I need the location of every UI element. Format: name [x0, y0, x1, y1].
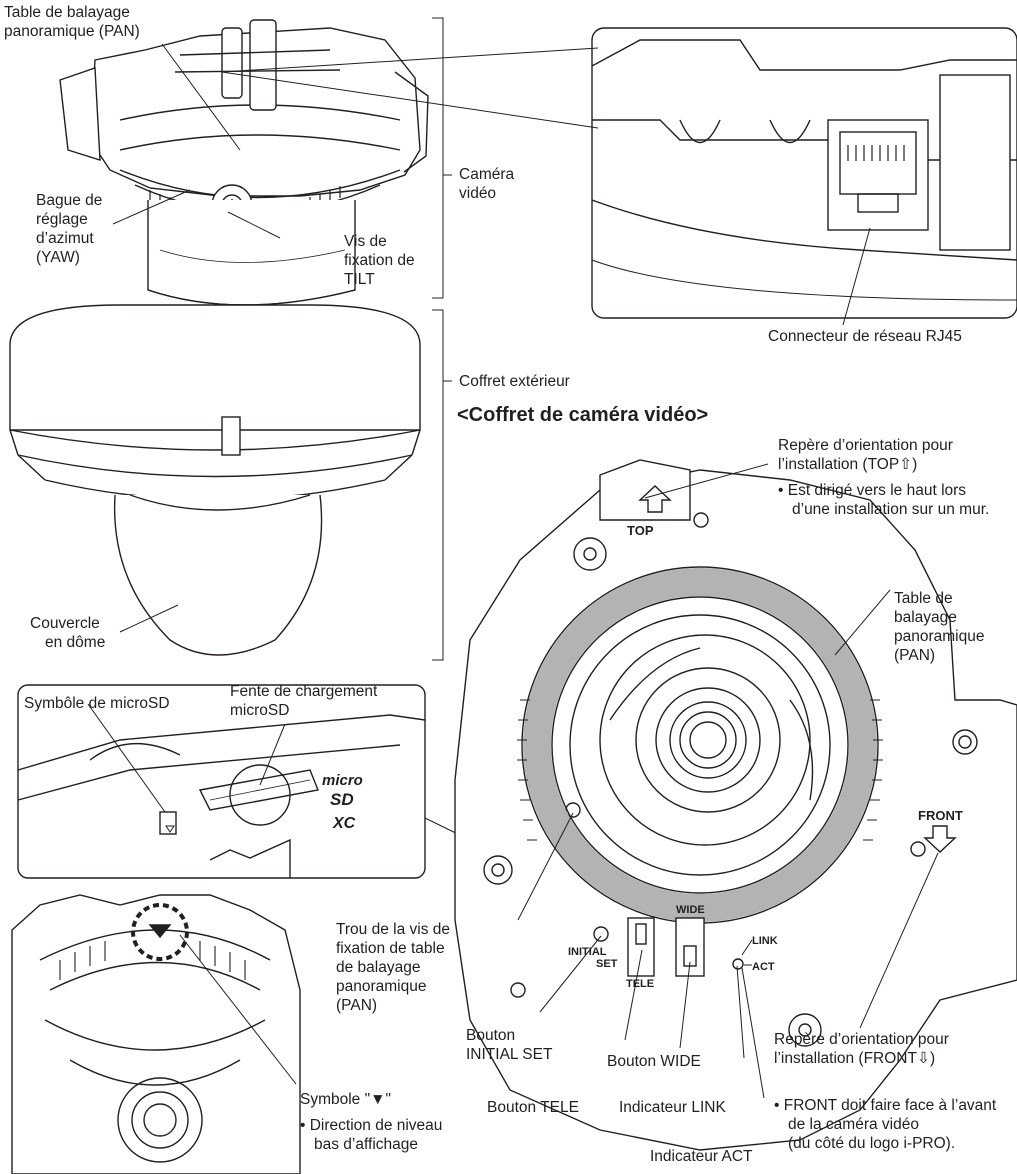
label-triangle-note-l1: Direction de niveau	[300, 1116, 443, 1135]
label-pan-screw-hole-l1: Trou de la vis de	[336, 921, 451, 938]
label-pan-table-right-l3: panoramique	[894, 628, 985, 645]
label-tilt-screw-l2: fixation de	[344, 252, 415, 269]
microsd-logo-micro: micro	[322, 772, 363, 789]
top-mark: TOP	[627, 523, 654, 538]
label-wide-button: Bouton WIDE	[607, 1053, 701, 1070]
label-pan-screw-hole-l3: de balayage	[336, 959, 421, 976]
bottom-camera-illustration	[11, 894, 301, 1174]
label-top-note-l2: d’une installation sur un mur.	[792, 501, 990, 518]
camera-assembly-illustration	[59, 19, 429, 306]
label-top-marker-l1: Repère d’orientation pour	[778, 437, 953, 454]
label-pan-table-right-l2: balayage	[894, 609, 957, 626]
rj45-inset	[591, 27, 1017, 319]
label-front-note-l2: de la caméra vidéo	[788, 1116, 919, 1133]
label-front-note-l1: FRONT doit faire face à l’avant	[774, 1096, 1017, 1115]
link-mark: LINK	[752, 935, 778, 947]
label-pan-table-right-l1: Table de	[894, 590, 953, 607]
label-front-note-l3: (du côté du logo i-PRO).	[788, 1135, 956, 1152]
label-microsd-slot-l1: Fente de chargement	[230, 683, 378, 700]
label-camera-l1: Caméra	[459, 166, 515, 183]
label-link-indicator: Indicateur LINK	[619, 1099, 726, 1116]
set-mark: SET	[596, 958, 618, 970]
label-act-indicator: Indicateur ACT	[650, 1148, 753, 1165]
section-heading: <Coffret de caméra vidéo>	[457, 404, 709, 426]
label-dome-cover-l2: en dôme	[45, 634, 106, 651]
label-pan-screw-hole-l2: fixation de table	[336, 940, 445, 957]
label-triangle-note-l2: bas d’affichage	[314, 1136, 418, 1153]
microsd-logo-sd: SD	[330, 790, 354, 809]
tele-mark: TELE	[626, 978, 654, 990]
label-yaw-ring-l1: Bague de	[36, 192, 103, 209]
label-pan-table-top-l1: Table de balayage	[4, 4, 130, 21]
zoom-lines	[221, 47, 599, 129]
label-rj45: Connecteur de réseau RJ45	[768, 328, 962, 345]
label-yaw-ring-l4: (YAW)	[36, 249, 80, 266]
leader-lines-right	[517, 463, 939, 1099]
label-initial-set-l2: INITIAL SET	[466, 1046, 553, 1063]
camera-housing-illustration: TOP FRONT	[454, 459, 1017, 1151]
label-pan-table-top-l2: panoramique (PAN)	[4, 23, 140, 40]
label-microsd-symbol: Symbôle de microSD	[24, 695, 170, 712]
label-triangle-symbol: Symbole "▼"	[300, 1091, 391, 1108]
label-camera-l2: vidéo	[459, 185, 497, 202]
leader-lines-top	[112, 43, 871, 633]
label-initial-set-l1: Bouton	[466, 1027, 516, 1044]
act-mark: ACT	[752, 961, 775, 973]
label-yaw-ring-l2: réglage	[36, 211, 88, 228]
microsd-logo-xc: XC	[332, 815, 356, 832]
label-front-marker-l1: Repère d’orientation pour	[774, 1031, 949, 1048]
label-dome-cover-l1: Couvercle	[30, 615, 100, 632]
label-pan-screw-hole-l4: panoramique	[336, 978, 427, 995]
microsd-inset: micro SD XC	[17, 684, 471, 879]
initial-mark: INITIAL	[568, 946, 607, 958]
label-tele-button: Bouton TELE	[487, 1099, 579, 1116]
wide-mark: WIDE	[676, 904, 705, 916]
label-outer-case: Coffret extérieur	[459, 373, 570, 390]
label-pan-screw-hole-l5: (PAN)	[336, 997, 378, 1014]
label-yaw-ring-l3: d’azimut	[36, 230, 94, 247]
label-top-marker-l2: l’installation (TOP⇧)	[778, 456, 918, 473]
label-front-marker-l2: l’installation (FRONT⇩)	[774, 1050, 936, 1067]
outer-case-illustration	[9, 304, 421, 656]
group-brackets	[432, 17, 452, 661]
label-tilt-screw-l3: TILT	[344, 271, 375, 288]
label-microsd-slot-l2: microSD	[230, 702, 290, 719]
label-top-note-l1: Est dirigé vers le haut lors	[778, 481, 966, 500]
label-tilt-screw-l1: Vis de	[344, 233, 387, 250]
front-mark: FRONT	[918, 808, 963, 823]
label-pan-table-right-l4: (PAN)	[894, 647, 936, 664]
